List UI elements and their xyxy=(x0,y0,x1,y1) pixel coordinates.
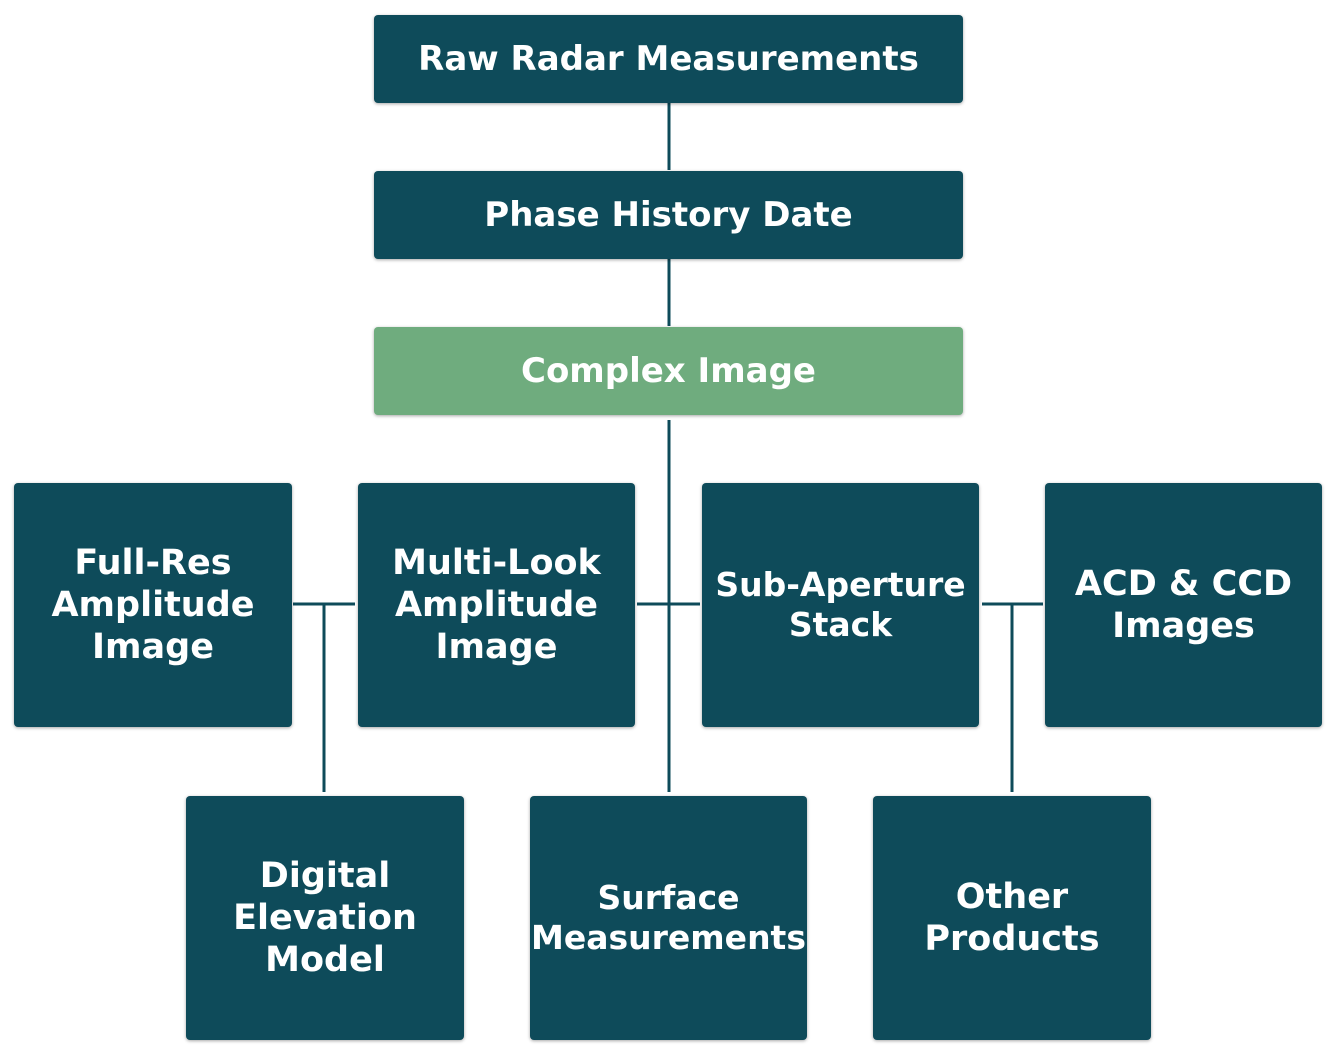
node-raw-radar-measurements: Raw Radar Measurements xyxy=(374,15,963,103)
node-multi-look-amplitude-image: Multi-Look Amplitude Image xyxy=(358,483,635,727)
node-sub-aperture-stack: Sub-Aperture Stack xyxy=(702,483,979,727)
node-acd-ccd-images: ACD & CCD Images xyxy=(1045,483,1322,727)
node-other-products: Other Products xyxy=(873,796,1151,1040)
node-phase-history-date: Phase History Date xyxy=(374,171,963,259)
node-surface-measurements: Surface Measurements xyxy=(530,796,807,1040)
node-digital-elevation-model: Digital Elevation Model xyxy=(186,796,464,1040)
node-complex-image: Complex Image xyxy=(374,327,963,415)
node-full-res-amplitude-image: Full-Res Amplitude Image xyxy=(14,483,292,727)
